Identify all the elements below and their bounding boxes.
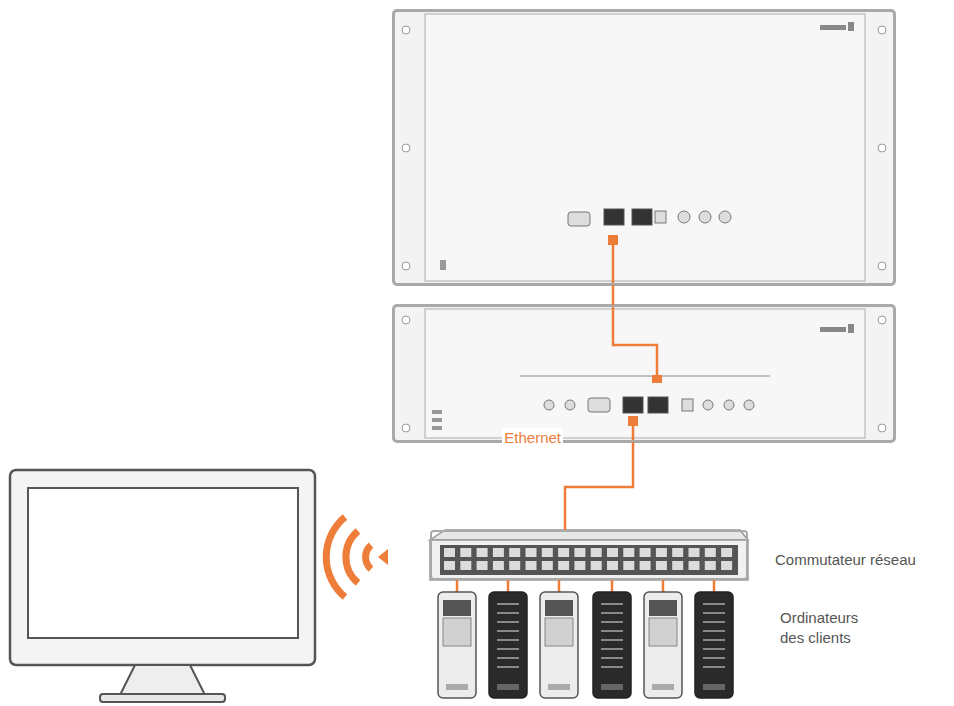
client-wire [507, 580, 510, 592]
switch-port [607, 548, 618, 557]
client-computers [438, 580, 733, 698]
network-switch-box [430, 530, 748, 580]
switch-port [721, 548, 732, 557]
cable-inside [613, 240, 657, 442]
switch-port [477, 548, 488, 557]
switch-port [591, 548, 602, 557]
switch-port [526, 548, 537, 557]
switch-port [607, 561, 618, 570]
device-label: Ordinateurs des clients [780, 608, 880, 648]
switch-port [591, 561, 602, 570]
ethernet-cable [565, 442, 633, 530]
bottom-rack-unit [393, 305, 895, 442]
switch-port [623, 548, 634, 557]
switch-port [542, 548, 553, 557]
switch-port [574, 561, 585, 570]
switch-port [640, 548, 651, 557]
switch-port [493, 561, 504, 570]
top-rack-unit [393, 10, 895, 285]
switch-port [705, 548, 716, 557]
switch-port [444, 548, 455, 557]
monitor [10, 470, 315, 702]
switch-port [656, 561, 667, 570]
client-computer [438, 592, 476, 698]
client-wire [611, 580, 614, 592]
switch-port [640, 561, 651, 570]
switch-port [721, 561, 732, 570]
port-marker [628, 416, 638, 426]
network-switch [430, 530, 748, 580]
client-computer [593, 592, 631, 698]
cable-label: Ethernet [502, 428, 563, 448]
switch-port [689, 548, 700, 557]
switch-port [526, 561, 537, 570]
port-marker [652, 375, 662, 383]
switch-port [444, 561, 455, 570]
switch-port [623, 561, 634, 570]
port-marker [608, 235, 618, 245]
client-wire [662, 580, 665, 592]
client-wire [456, 580, 459, 592]
switch-port [509, 561, 520, 570]
device-label: Commutateur réseau [775, 550, 945, 570]
switch-port [509, 548, 520, 557]
client-computer [695, 592, 733, 698]
switch-port [574, 548, 585, 557]
switch-port [689, 561, 700, 570]
wifi-symbol [326, 517, 388, 597]
switch-port [558, 548, 569, 557]
switch-port [493, 548, 504, 557]
switch-port [460, 561, 471, 570]
client-computer [644, 592, 682, 698]
switch-port [558, 561, 569, 570]
switch-port [542, 561, 553, 570]
switch-port [705, 561, 716, 570]
switch-port [460, 548, 471, 557]
switch-port [672, 561, 683, 570]
client-computer [489, 592, 527, 698]
switch-port [656, 548, 667, 557]
rack-unit [393, 10, 895, 285]
client-computer [540, 592, 578, 698]
rack-unit [393, 305, 895, 442]
switch-port [477, 561, 488, 570]
ethernet-cable [612, 285, 615, 305]
client-wire [558, 580, 561, 592]
client-wire [713, 580, 716, 592]
switch-port [672, 548, 683, 557]
